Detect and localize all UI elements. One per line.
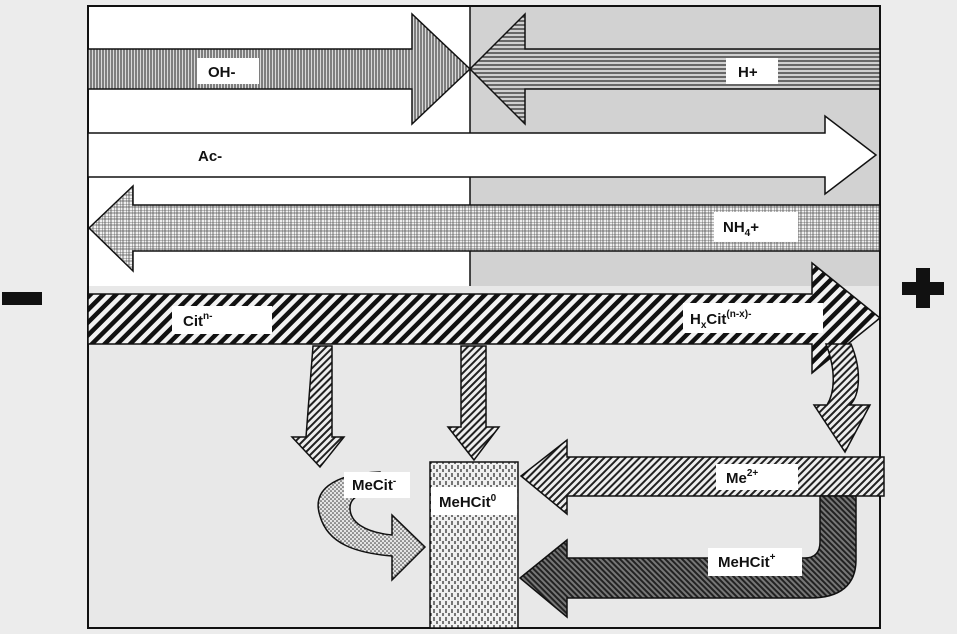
nh4-label: NH4+ [723, 219, 759, 239]
me-main: Me [726, 470, 747, 487]
mehcit-plus-superscript: + [770, 552, 776, 563]
mehcit0-label-box [431, 487, 517, 515]
ac-arrow [87, 114, 878, 196]
hxcit-label: HxCit(n-x)- [690, 309, 751, 331]
minus-sign-icon [2, 292, 42, 305]
nh4-main: NH [723, 219, 745, 236]
nh4-arrow [87, 184, 881, 273]
me-label: Me2+ [726, 468, 758, 487]
mehcit0-main: MeHCit [439, 494, 491, 511]
ac-label: Ac- [198, 148, 222, 165]
hxcit-label-box [683, 303, 823, 333]
oh-label: OH- [208, 64, 236, 81]
mehcit-plus-label: MeHCit+ [718, 552, 776, 571]
mecit-main: MeCit [352, 477, 393, 494]
nh4-subscript: 4 [745, 228, 751, 239]
hxcit-subscript: x [701, 320, 707, 331]
cit-label: Citn- [183, 311, 212, 330]
mecit-superscript: - [393, 476, 396, 487]
me-label-box [716, 464, 798, 490]
mehcit0-superscript: 0 [491, 493, 497, 504]
mehcit-plus-arrow [518, 495, 857, 619]
hxcit-to-me-arrow [812, 343, 872, 454]
cit-label-box [172, 306, 272, 334]
h-label: H+ [738, 64, 758, 81]
hxcit-cit: Cit [706, 311, 726, 328]
mecit-curved-arrow [317, 471, 427, 582]
oh-arrow [87, 12, 472, 126]
cit-to-mecit-arrow [290, 345, 346, 469]
mehcit0-box [429, 461, 519, 629]
cit-superscript: n- [203, 311, 212, 322]
h-label-box [726, 58, 778, 84]
oh-label-box [197, 58, 259, 84]
cit-main: Cit [183, 313, 203, 330]
cit-to-mehcit0-arrow [446, 345, 501, 462]
mehcit-plus-label-box [708, 548, 802, 576]
me-superscript: 2+ [747, 468, 759, 479]
h-arrow [468, 12, 881, 126]
nh4-label-box [714, 212, 798, 242]
hxcit-superscript: (n-x)- [726, 309, 751, 320]
mehcit0-label: MeHCit0 [439, 493, 497, 511]
hxcit-h: H [690, 311, 701, 328]
mecit-label: MeCit- [352, 476, 396, 494]
plus-sign-icon [902, 268, 944, 308]
mehcit-plus-main: MeHCit [718, 554, 770, 571]
nh4-charge: + [750, 219, 759, 236]
mecit-label-box [344, 472, 410, 498]
